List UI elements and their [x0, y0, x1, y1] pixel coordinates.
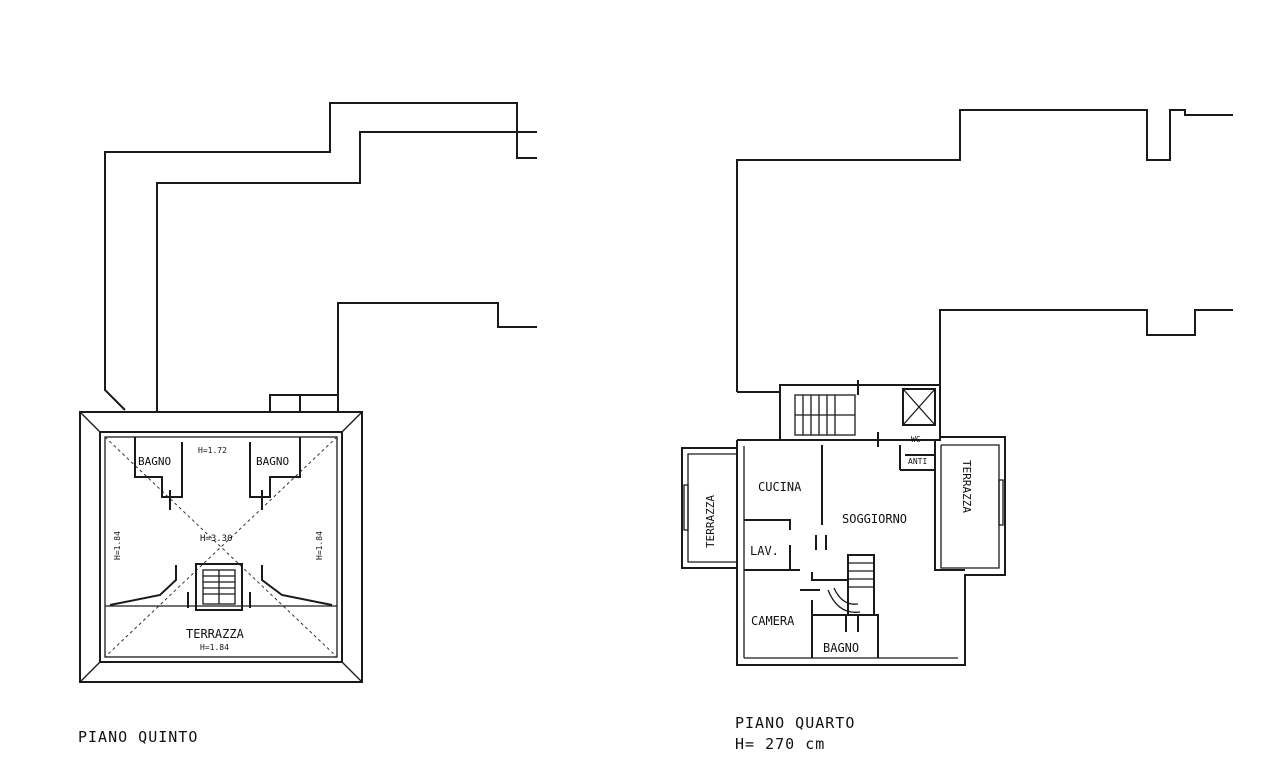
terrace-left-outline: [681, 447, 737, 569]
bagno-left-walls: [134, 437, 183, 498]
fourth-floor-caption: PIANO QUARTO: [735, 714, 856, 732]
corridor-right-wall: [261, 565, 333, 606]
bevel-br: [341, 661, 363, 683]
bevel-bl: [79, 661, 101, 683]
fourth-floor-height-note: H= 270 cm: [735, 735, 826, 753]
fifth-bagno-right-label: BAGNO: [256, 455, 289, 468]
service-block: [779, 384, 941, 441]
fifth-floor-staircase: [187, 563, 251, 611]
corridor-left-wall: [109, 565, 177, 606]
roof-outer-square: [79, 411, 363, 683]
fourth-floor-main-staircase: [794, 394, 856, 436]
fourth-bagno-label: BAGNO: [823, 641, 859, 655]
fourth-floor-shaft: [902, 388, 936, 426]
apartment-outline: [736, 436, 1006, 666]
fourth-floor-building-outline-lower: [939, 309, 1233, 390]
fourth-floor-building-outline: [736, 109, 1233, 392]
roof-diagonal-2: [104, 436, 338, 658]
bevel-tr: [341, 411, 363, 433]
fifth-floor-building-outline-inner: [156, 131, 537, 412]
fourth-cucina-label: CUCINA: [758, 480, 802, 494]
roof-inner-square-2: [104, 436, 338, 658]
bevel-tl: [79, 411, 101, 433]
fifth-floor-plan: BAGNO BAGNO H=1.72 H=3.30 H=1.84 H=1.84 …: [79, 102, 537, 683]
fourth-camera-label: CAMERA: [751, 614, 795, 628]
fourth-lav-label: LAV.: [750, 544, 779, 558]
terrace-right-mark: [998, 479, 1004, 526]
fifth-terrazza-label: TERRAZZA: [186, 627, 245, 641]
fifth-floor-caption: PIANO QUINTO: [78, 728, 199, 746]
fifth-height-top: H=1.72: [198, 446, 227, 455]
roof-inner-square: [99, 431, 343, 663]
wall-camera-top: [811, 572, 848, 581]
fifth-height-center: H=3.30: [200, 534, 233, 544]
terrace-left-mark: [683, 484, 689, 531]
fifth-bagno-left-label: BAGNO: [138, 455, 171, 468]
wall-lav: [744, 519, 791, 530]
terrace-right-inner: [940, 444, 1000, 569]
fourth-terrazza-right-label: TERRAZZA: [960, 460, 973, 513]
fifth-floor-building-outline-lower: [269, 302, 537, 412]
fourth-terrazza-left-label: TERRAZZA: [704, 495, 717, 548]
fifth-height-left: H=1.84: [113, 531, 122, 560]
wall-bagno: [812, 614, 879, 658]
fourth-floor-spiral-staircase: [827, 554, 875, 632]
fourth-anti-label: ANTI: [908, 457, 927, 466]
bagno-right-walls: [249, 437, 301, 498]
terrace-right-outline: [934, 440, 965, 571]
fourth-soggiorno-label: SOGGIORNO: [842, 512, 907, 526]
fourth-wc-label: WC: [911, 435, 921, 444]
fifth-height-bottom: H=1.84: [200, 643, 229, 652]
fifth-floor-building-outline: [104, 102, 537, 411]
fifth-height-right: H=1.84: [315, 531, 324, 560]
fourth-floor-plan: TERRAZZA TERRAZZA CUCINA SOGGIORNO LAV. …: [681, 109, 1233, 666]
roof-diagonal-1: [104, 436, 338, 658]
